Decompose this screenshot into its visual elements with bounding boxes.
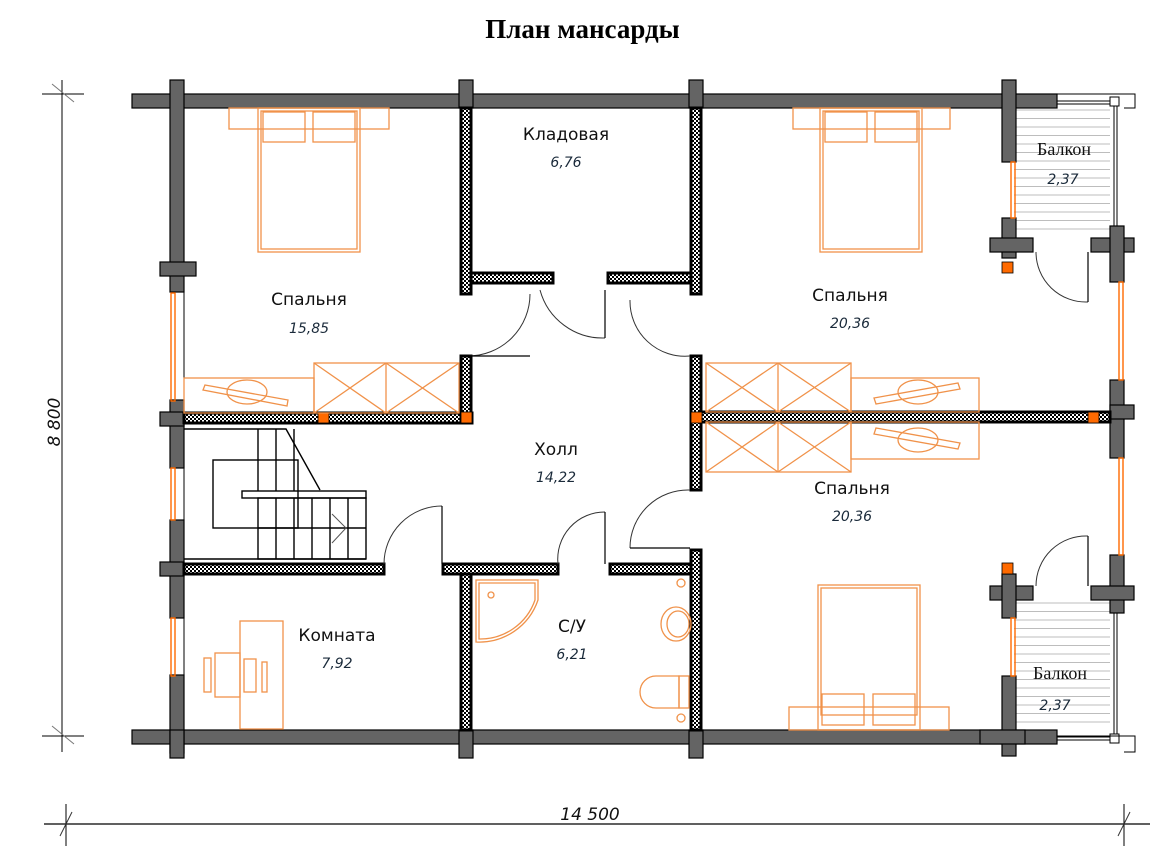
wardrobe-se [705, 421, 980, 473]
sink [660, 578, 692, 642]
room-label-bedroom-ne: Спальня 20,36 [812, 286, 888, 332]
toilet [639, 675, 690, 723]
bed-se [788, 584, 950, 731]
svg-text:Балкон: Балкон [1033, 663, 1087, 683]
room-label-storage: Кладовая 6,76 [523, 125, 609, 171]
svg-text:15,85: 15,85 [289, 321, 329, 337]
svg-text:Комната: Комната [298, 626, 375, 646]
room-label-bathroom: С/У 6,21 [556, 617, 587, 663]
svg-text:Спальня: Спальня [271, 290, 347, 310]
room-label-balcony-n: Балкон 2,37 [1037, 139, 1091, 188]
plan-title: План мансарды [485, 14, 680, 44]
svg-text:2,37: 2,37 [1047, 172, 1078, 188]
room-label-room-sw: Комната 7,92 [298, 626, 375, 672]
shower [475, 579, 539, 643]
wardrobe-ne [705, 362, 980, 413]
room-label-bedroom-se: Спальня 20,36 [814, 479, 890, 525]
svg-text:Спальня: Спальня [812, 286, 888, 306]
svg-text:20,36: 20,36 [832, 509, 872, 525]
bed-nw [228, 107, 390, 253]
svg-text:20,36: 20,36 [830, 316, 870, 332]
room-label-hall: Холл 14,22 [534, 440, 578, 486]
height-dimension [42, 80, 84, 752]
balcony-s-deck [1014, 600, 1110, 730]
svg-text:6,76: 6,76 [550, 155, 581, 171]
svg-text:7,92: 7,92 [321, 656, 352, 672]
wardrobe-nw [183, 362, 460, 414]
balcony-n-deck [1014, 108, 1110, 236]
bed-ne [792, 107, 951, 253]
svg-text:Кладовая: Кладовая [523, 125, 609, 145]
room-label-bedroom-nw: Спальня 15,85 [271, 290, 347, 337]
svg-text:Спальня: Спальня [814, 479, 890, 499]
height-dimension-label: 8 800 [45, 398, 65, 447]
svg-text:2,37: 2,37 [1039, 698, 1070, 714]
svg-text:Холл: Холл [534, 440, 578, 460]
doors [383, 251, 1089, 587]
width-dimension-label: 14 500 [560, 805, 619, 825]
posts [317, 261, 1100, 575]
width-dimension [44, 804, 1150, 846]
windows [170, 161, 1124, 677]
svg-text:Балкон: Балкон [1037, 139, 1091, 159]
svg-text:14,22: 14,22 [536, 470, 576, 486]
exterior-log-walls [131, 79, 1135, 759]
svg-text:6,21: 6,21 [556, 647, 587, 663]
room-label-balcony-s: Балкон 2,37 [1033, 663, 1087, 714]
desk [203, 620, 284, 730]
svg-text:С/У: С/У [558, 617, 587, 637]
staircase [184, 428, 367, 560]
